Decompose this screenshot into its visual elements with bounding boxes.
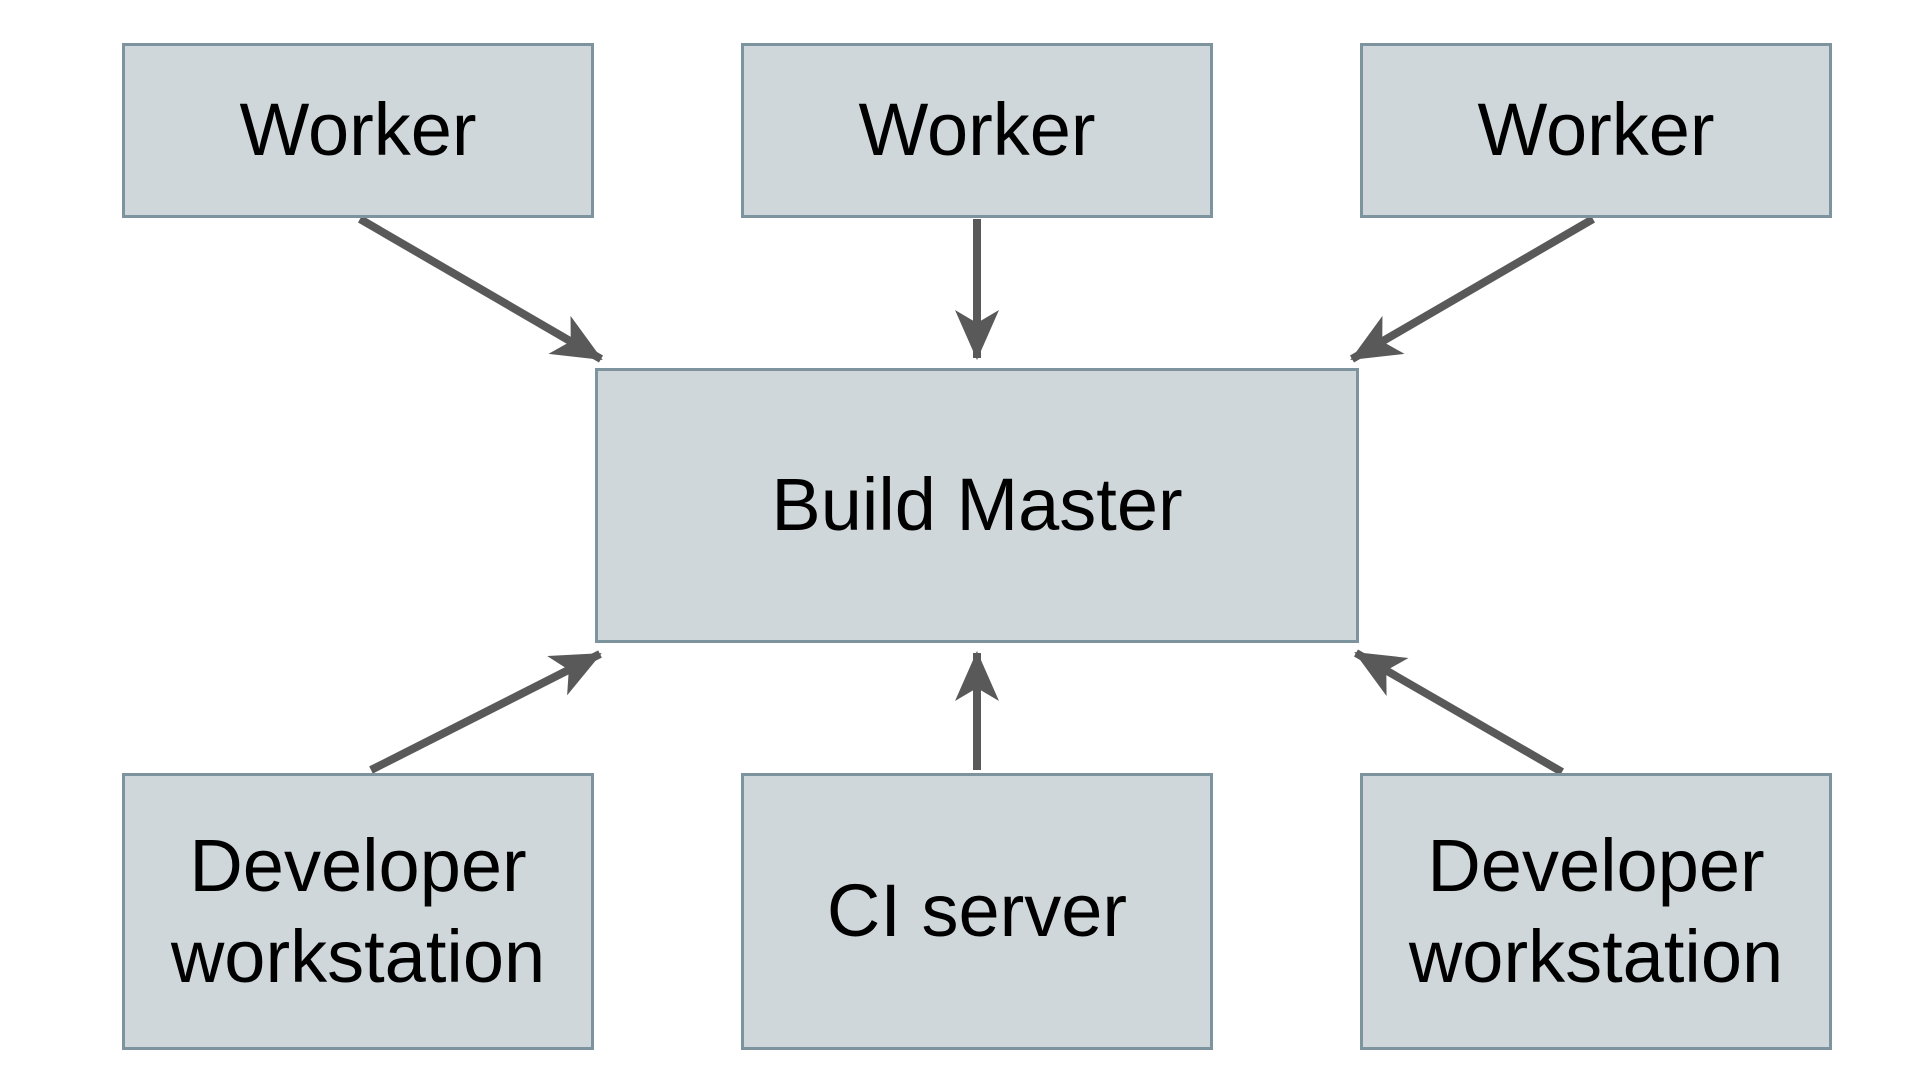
node-build-master: Build Master	[595, 368, 1359, 643]
arrow-dev-workstation-2-to-build-master	[1353, 649, 1565, 776]
arrow-worker-3-to-build-master	[1349, 215, 1596, 363]
arrow-dev-workstation-1-to-build-master	[369, 650, 602, 774]
node-worker-2-label: Worker	[858, 88, 1096, 172]
node-worker-1-label: Worker	[239, 88, 477, 172]
node-worker-1: Worker	[122, 43, 594, 218]
node-worker-2: Worker	[741, 43, 1213, 218]
node-ci-server: CI server	[741, 773, 1213, 1050]
node-dev-workstation-2: Developer workstation	[1360, 773, 1832, 1050]
node-dev-workstation-1: Developer workstation	[122, 773, 594, 1050]
node-dev-workstation-2-label: Developer workstation	[1408, 824, 1784, 998]
node-dev-workstation-1-label: Developer workstation	[170, 824, 546, 998]
node-worker-3: Worker	[1360, 43, 1832, 218]
node-build-master-label: Build Master	[771, 463, 1183, 547]
arrow-worker-1-to-build-master	[357, 215, 604, 363]
node-worker-3-label: Worker	[1477, 88, 1715, 172]
node-ci-server-label: CI server	[826, 869, 1128, 953]
